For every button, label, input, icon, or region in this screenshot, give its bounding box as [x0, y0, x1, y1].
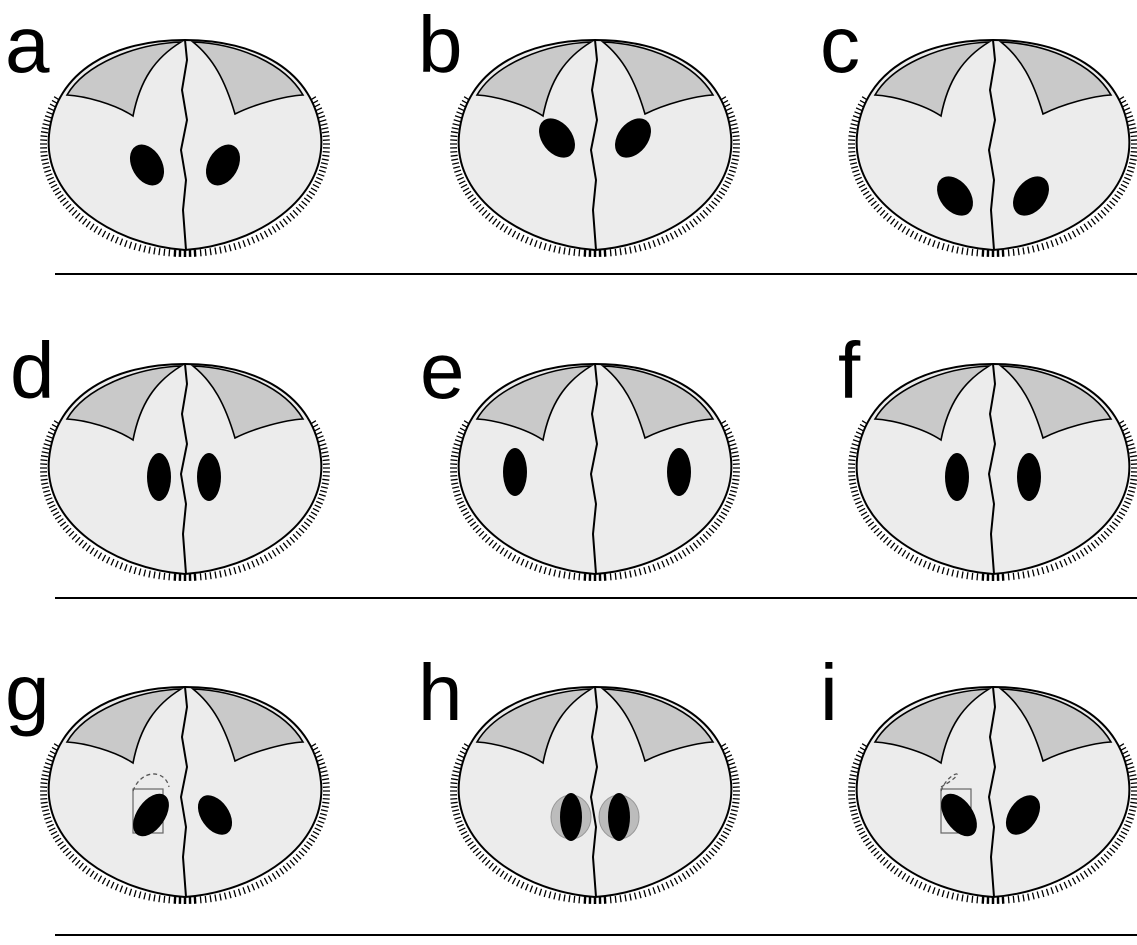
panel-label-b: b	[418, 0, 463, 89]
panel-label-d: d	[10, 326, 55, 415]
panel-label-a: a	[5, 0, 50, 89]
spot-right	[667, 448, 691, 496]
panel-label-i: i	[820, 648, 838, 737]
spot-right	[1017, 453, 1041, 501]
panel-label-f: f	[838, 326, 861, 415]
spot-left	[560, 793, 582, 841]
panel-b	[450, 40, 740, 257]
panel-label-h: h	[418, 648, 463, 737]
spot-left	[503, 448, 527, 496]
spot-left	[147, 453, 171, 501]
spot-left	[945, 453, 969, 501]
panel-a	[40, 40, 330, 257]
panel-g	[40, 687, 330, 904]
panel-f	[848, 364, 1137, 581]
panel-label-c: c	[820, 0, 860, 89]
panel-label-g: g	[5, 648, 50, 737]
panel-c	[848, 40, 1137, 257]
panel-h	[450, 687, 740, 904]
spot-right	[608, 793, 630, 841]
panel-i	[848, 687, 1137, 904]
panel-e	[450, 364, 740, 581]
panel-grid	[40, 40, 1137, 904]
panel-label-e: e	[420, 326, 465, 415]
spot-right	[197, 453, 221, 501]
panel-d	[40, 364, 330, 581]
